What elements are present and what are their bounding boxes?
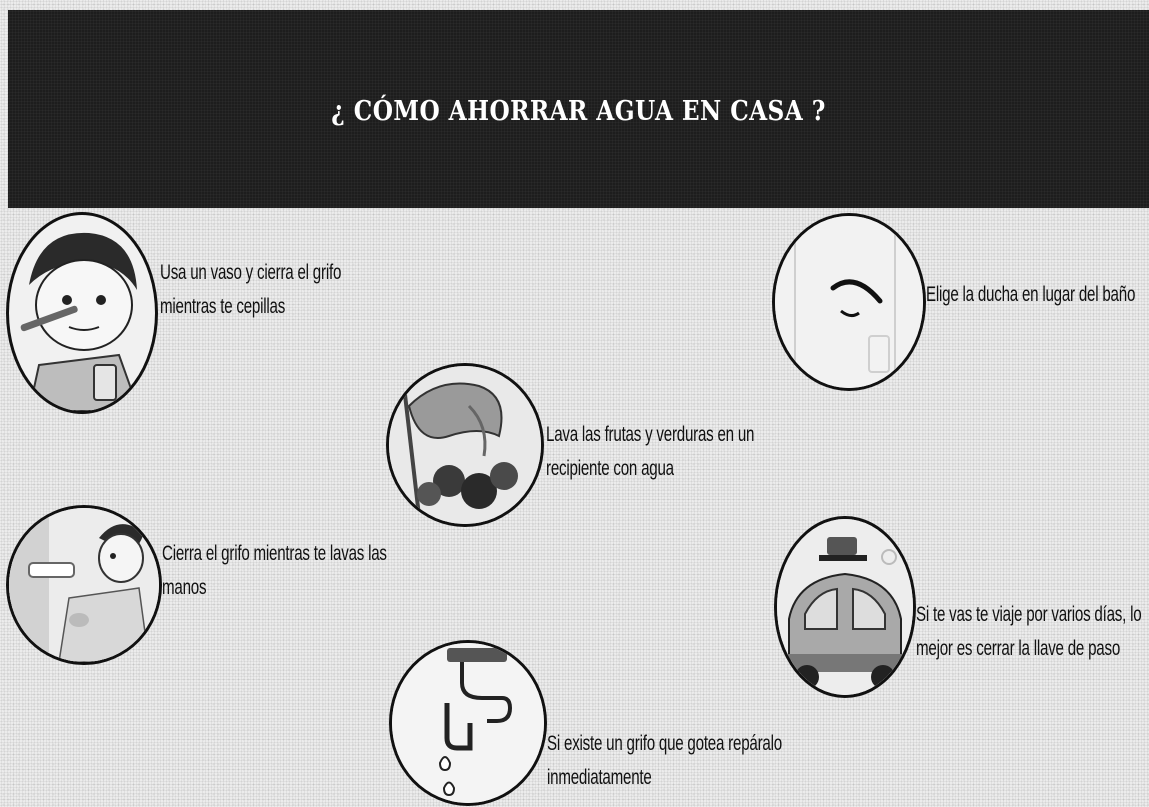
- page-title: ¿ CÓMO AHORRAR AGUA EN CASA ?: [331, 96, 826, 127]
- tip-fruits-text: Lava las frutas y verduras en un recipie…: [546, 418, 754, 486]
- shower-icon: [772, 213, 926, 391]
- tip-line: inmediatamente: [547, 766, 652, 789]
- tip-line: Si te vas te viaje por varios días, lo: [916, 603, 1142, 626]
- toothbrush-boy-icon: [6, 212, 158, 414]
- tip-line: mientras te cepillas: [160, 295, 286, 318]
- tip-line: Cierra el grifo mientras te lavas las: [162, 542, 387, 565]
- fruit-washing-icon: [386, 363, 544, 527]
- tip-hands-text: Cierra el grifo mientras te lavas las ma…: [162, 537, 387, 605]
- tip-line: Usa un vaso y cierra el grifo: [160, 261, 342, 284]
- tip-line: Elige la ducha en lugar del baño: [926, 283, 1136, 306]
- tip-line: Lava las frutas y verduras en un: [546, 423, 755, 446]
- tip-line: Si existe un grifo que gotea repáralo: [547, 732, 782, 755]
- tip-toothbrush-text: Usa un vaso y cierra el grifo mientras t…: [160, 256, 341, 324]
- tip-shower-text: Elige la ducha en lugar del baño: [926, 278, 1135, 312]
- tip-line: manos: [162, 576, 207, 599]
- tip-line: mejor es cerrar la llave de paso: [916, 637, 1121, 660]
- tip-travel-text: Si te vas te viaje por varios días, lo m…: [916, 598, 1142, 666]
- tip-leak-text: Si existe un grifo que gotea repáralo in…: [547, 727, 782, 795]
- hand-washing-icon: [6, 505, 162, 665]
- travel-car-icon: [774, 516, 916, 698]
- dripping-faucet-icon: [389, 640, 547, 806]
- tip-line: recipiente con agua: [546, 457, 674, 480]
- header-banner: ¿ CÓMO AHORRAR AGUA EN CASA ?: [8, 10, 1149, 208]
